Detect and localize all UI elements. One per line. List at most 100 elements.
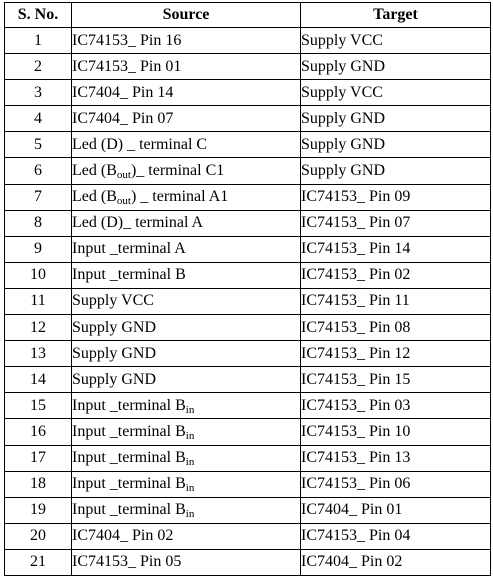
row-source: Supply GND — [71, 314, 301, 342]
row-source: IC74153_ Pin 01 — [71, 53, 301, 81]
source-subscript: out — [116, 195, 131, 208]
source-subscript: in — [185, 482, 195, 495]
source-text: IC74153_ Pin 05 — [72, 553, 182, 571]
row-sno: 19 — [4, 496, 72, 524]
source-text: Input _terminal B — [72, 501, 186, 519]
source-text: Input _terminal B — [72, 475, 186, 493]
row-target: Supply GND — [300, 53, 491, 81]
row-target: IC74153_ Pin 11 — [300, 287, 491, 316]
row-source: Supply VCC — [71, 287, 301, 316]
row-source: Input _terminal Bin — [71, 496, 301, 524]
row-sno: 13 — [4, 340, 72, 368]
source-text: Input _terminal B — [72, 266, 186, 284]
row-source: IC7404_ Pin 07 — [71, 105, 301, 133]
row-source: IC7404_ Pin 14 — [71, 79, 301, 107]
row-sno: 16 — [4, 418, 72, 446]
row-source: Led (D) _ terminal C — [71, 131, 301, 159]
row-source: IC74153_ Pin 05 — [71, 548, 301, 576]
row-target: IC74153_ Pin 09 — [300, 183, 491, 211]
row-sno: 7 — [4, 183, 72, 211]
source-text: Input _terminal A — [72, 240, 186, 258]
source-text: IC74153_ Pin 16 — [72, 31, 182, 49]
row-target: IC7404_ Pin 02 — [300, 548, 491, 576]
row-sno: 5 — [4, 131, 72, 159]
source-subscript: out — [116, 169, 131, 182]
row-target: IC74153_ Pin 14 — [300, 235, 491, 263]
row-sno: 10 — [4, 261, 72, 289]
row-source: Led (Bout)_ terminal C1 — [71, 157, 301, 185]
row-sno: 2 — [4, 53, 72, 81]
source-text-tail: ) _ terminal A1 — [130, 188, 229, 206]
source-text: IC7404_ Pin 14 — [72, 83, 174, 101]
row-sno: 20 — [4, 522, 72, 550]
source-text: IC74153_ Pin 01 — [72, 57, 182, 75]
source-text: IC7404_ Pin 02 — [72, 527, 174, 545]
source-subscript: in — [185, 456, 195, 469]
row-target: IC74153_ Pin 07 — [300, 209, 491, 237]
row-sno: 17 — [4, 444, 72, 472]
row-source: IC74153_ Pin 16 — [71, 26, 301, 55]
row-sno: 14 — [4, 366, 72, 394]
source-text: Led (B — [72, 162, 117, 180]
source-text: Supply GND — [72, 318, 157, 336]
header-row: S. No. Source Target — [4, 2, 491, 28]
row-target: Supply VCC — [300, 26, 491, 55]
row-sno: 21 — [4, 548, 72, 576]
header-sno: S. No. — [4, 2, 72, 28]
source-text-tail: )_ terminal C1 — [130, 162, 225, 180]
source-subscript: in — [185, 429, 195, 442]
row-sno: 4 — [4, 105, 72, 133]
row-target: Supply GND — [300, 131, 491, 159]
row-target: IC74153_ Pin 03 — [300, 392, 491, 420]
source-text: Led (D)_ terminal A — [72, 214, 204, 232]
source-text: Supply GND — [72, 344, 157, 362]
row-target: IC74153_ Pin 06 — [300, 470, 491, 498]
row-sno: 9 — [4, 235, 72, 263]
source-text: Led (B — [72, 188, 117, 206]
row-sno: 11 — [4, 287, 72, 316]
row-target: IC74153_ Pin 02 — [300, 261, 491, 289]
source-text: Supply VCC — [72, 292, 154, 310]
row-target: Supply GND — [300, 157, 491, 185]
source-text: Input _terminal B — [72, 396, 186, 414]
row-source: Input _terminal Bin — [71, 418, 301, 446]
source-text: Led (D) _ terminal C — [72, 135, 208, 153]
row-source: Input _terminal Bin — [71, 470, 301, 498]
row-target: IC74153_ Pin 04 — [300, 522, 491, 550]
source-text: Input _terminal B — [72, 422, 186, 440]
row-sno: 3 — [4, 79, 72, 107]
row-source: Supply GND — [71, 366, 301, 394]
row-target: IC74153_ Pin 12 — [300, 340, 491, 368]
header-source: Source — [71, 2, 301, 28]
row-source: Supply GND — [71, 340, 301, 368]
row-sno: 18 — [4, 470, 72, 498]
row-target: Supply VCC — [300, 79, 491, 107]
row-target: IC74153_ Pin 13 — [300, 444, 491, 472]
row-source: Input _terminal B — [71, 261, 301, 289]
row-sno: 15 — [4, 392, 72, 420]
row-target: IC74153_ Pin 10 — [300, 418, 491, 446]
row-source: Input _terminal Bin — [71, 444, 301, 472]
source-text: Input _terminal B — [72, 449, 186, 467]
row-target: IC74153_ Pin 15 — [300, 366, 491, 394]
row-source: Led (Bout) _ terminal A1 — [71, 183, 301, 211]
row-source: Input _terminal A — [71, 235, 301, 263]
row-source: IC7404_ Pin 02 — [71, 522, 301, 550]
